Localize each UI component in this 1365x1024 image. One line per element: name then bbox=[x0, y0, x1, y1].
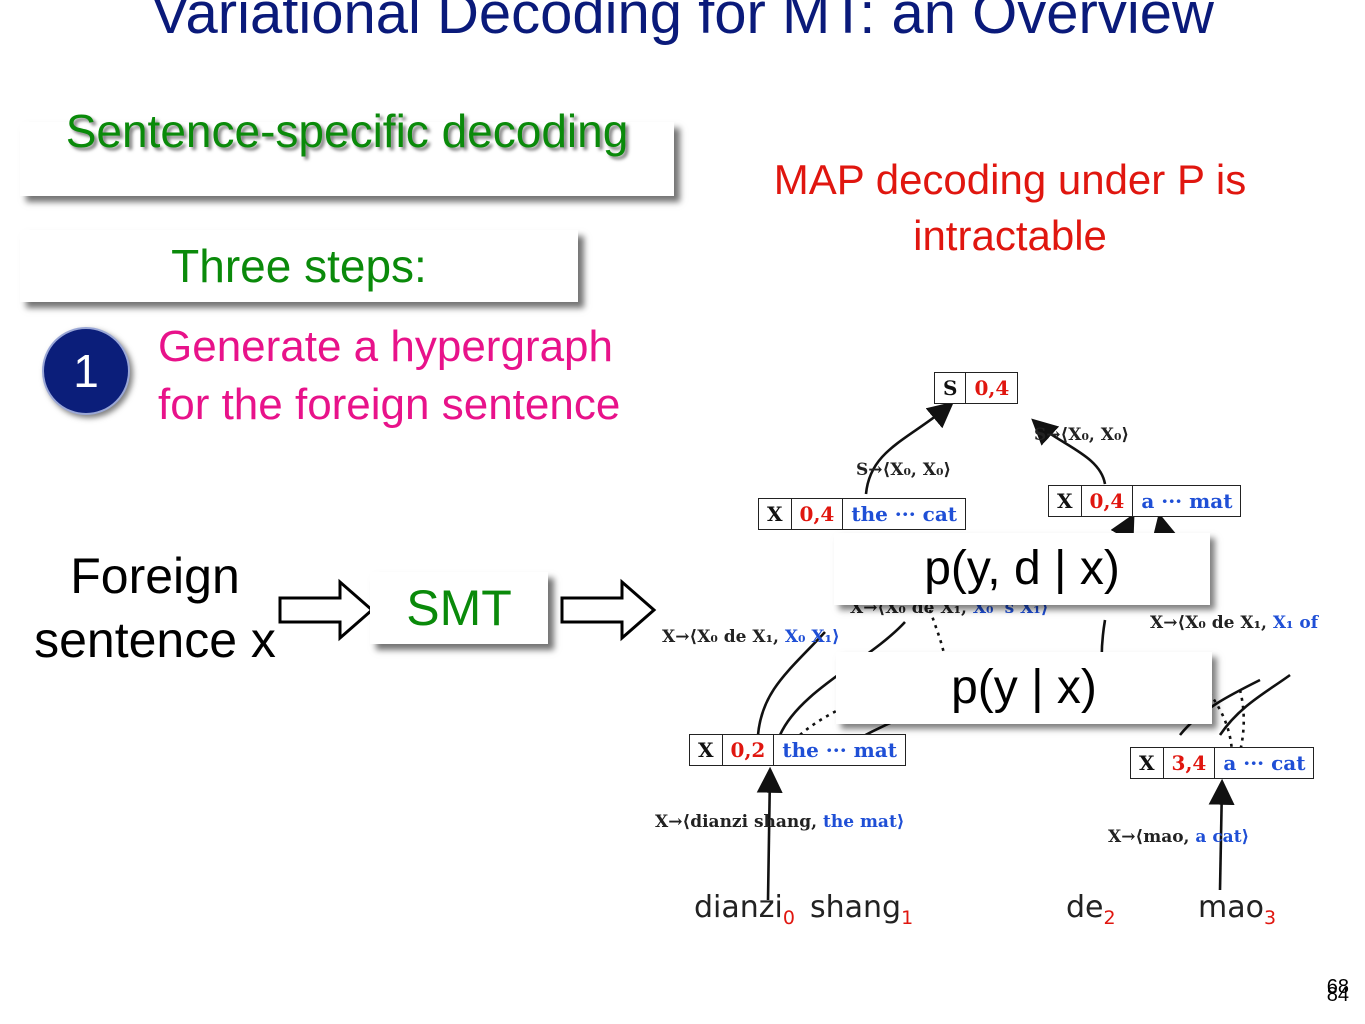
smt-box: SMT bbox=[370, 572, 548, 644]
rule-label: X→⟨mao, a cat⟩ bbox=[1108, 827, 1250, 847]
map-note-line2: intractable bbox=[913, 212, 1107, 259]
source-word: dianzi0 bbox=[694, 890, 795, 929]
hg-node-nt: X bbox=[1131, 748, 1164, 778]
hg-node-span: 0,4 bbox=[1082, 486, 1134, 516]
hg-node-trans: a ··· cat bbox=[1223, 751, 1306, 775]
hg-node-nt: X bbox=[1049, 486, 1082, 516]
step-text-line2: for the foreign sentence bbox=[158, 380, 621, 429]
step-description: Generate a hypergraph for the foreign se… bbox=[158, 318, 620, 434]
slide-title: Variational Decoding for MT: an Overview bbox=[151, 0, 1214, 46]
rule-label: X→⟨X₀ de X₁, X₀ X₁⟩ bbox=[662, 627, 840, 647]
hg-node-span: 0,4 bbox=[974, 376, 1010, 400]
arrow-right-icon bbox=[278, 578, 375, 642]
hg-node-trans: a ··· mat bbox=[1141, 489, 1233, 513]
source-word: de2 bbox=[1066, 890, 1116, 929]
rule-label: S→⟨X₀, X₀⟩ bbox=[1034, 425, 1130, 445]
rule-label: X→⟨dianzi shang, the mat⟩ bbox=[655, 812, 905, 832]
page-number: 84 bbox=[1326, 984, 1349, 1006]
three-steps-box: Three steps: bbox=[20, 230, 578, 302]
foreign-line1: Foreign bbox=[70, 548, 240, 604]
map-note: MAP decoding under P is intractable bbox=[720, 152, 1300, 264]
hg-node-span: 3,4 bbox=[1164, 748, 1216, 778]
rule-label: S→⟨X₀, X₀⟩ bbox=[856, 460, 952, 480]
foreign-line2: sentence x bbox=[34, 612, 276, 668]
pipeline-arrows bbox=[278, 578, 657, 642]
step-text-line1: Generate a hypergraph bbox=[158, 322, 613, 371]
rule-label: X→⟨X₀ de X₁, X₁ of bbox=[1150, 613, 1319, 633]
foreign-sentence-label: Foreign sentence x bbox=[10, 544, 300, 672]
hg-node-trans: the ··· cat bbox=[851, 502, 958, 526]
sentence-specific-box: Sentence-specific decoding bbox=[20, 105, 674, 196]
step-number-badge: 1 bbox=[42, 327, 130, 415]
page-number: 68 bbox=[1326, 976, 1349, 998]
hg-node-nt: X bbox=[759, 499, 792, 529]
map-note-line1: MAP decoding under P is bbox=[773, 156, 1247, 203]
hg-node-nt: X bbox=[690, 735, 723, 765]
hg-node-nt: S bbox=[935, 373, 967, 403]
hg-node-X-0-4-a-mat: X 0,4 a ··· mat bbox=[1048, 485, 1242, 517]
hg-node-trans: the ··· mat bbox=[782, 738, 898, 762]
hg-node-S: S 0,4 bbox=[934, 372, 1019, 404]
hg-node-X-0-4-the-cat: X 0,4 the ··· cat bbox=[758, 498, 967, 530]
hg-node-X-0-2: X 0,2 the ··· mat bbox=[689, 734, 907, 766]
sentence-specific-label: Sentence-specific decoding bbox=[65, 105, 629, 157]
marginal-prob-box: p(y | x) bbox=[836, 652, 1212, 724]
hg-node-span: 0,4 bbox=[792, 499, 844, 529]
joint-prob-box: p(y, d | x) bbox=[834, 533, 1210, 605]
arrow-right-icon bbox=[560, 578, 657, 642]
three-steps-label: Three steps: bbox=[171, 240, 427, 292]
hg-node-span: 0,2 bbox=[723, 735, 775, 765]
hg-node-X-3-4: X 3,4 a ··· cat bbox=[1130, 747, 1315, 779]
source-word: shang1 bbox=[810, 890, 914, 929]
source-word: mao3 bbox=[1198, 890, 1277, 929]
